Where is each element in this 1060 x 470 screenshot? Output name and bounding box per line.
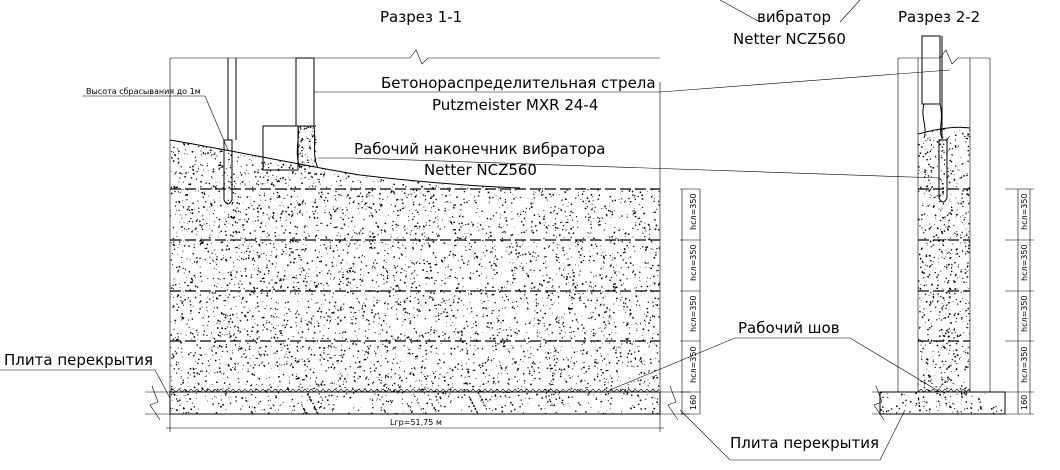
leader-vibrator-top-a bbox=[719, 0, 761, 23]
section-2-title: Разрез 2-2 bbox=[898, 8, 980, 26]
pour-fill bbox=[297, 125, 317, 168]
boom-hose-end bbox=[262, 125, 299, 171]
slab-left-label: Плита перекрытия bbox=[4, 351, 153, 369]
boom-pipe bbox=[295, 57, 315, 127]
leader-slab-bottom bbox=[679, 409, 906, 461]
pour-stream-right bbox=[922, 103, 926, 139]
layer-dim-right-1: hсл=350 bbox=[1020, 193, 1029, 230]
slab-fill-left bbox=[170, 392, 659, 414]
layer-dim-left-1: hсл=350 bbox=[689, 193, 698, 230]
leader-boom bbox=[314, 69, 951, 93]
tip-label-line2: Netter NCZ560 bbox=[424, 161, 537, 179]
layer-dim-left-4: hсл=350 bbox=[689, 346, 698, 383]
section-2-2 bbox=[872, 35, 1034, 421]
leader-slab-left bbox=[0, 369, 171, 399]
length-dimension-text: Lгр=51,75 м bbox=[390, 418, 442, 427]
section-break-line bbox=[170, 49, 660, 65]
boom-label-line1: Бетонораспределительная стрела bbox=[381, 74, 656, 92]
concrete-pour-stream bbox=[296, 125, 301, 169]
vibrator-top-model: Netter NCZ560 bbox=[733, 30, 846, 48]
leader-drop-height bbox=[82, 95, 229, 151]
section-2-break-line bbox=[898, 49, 990, 65]
layer-dim-right-3: hсл=350 bbox=[1020, 295, 1029, 332]
tip-label-line1: Рабочий наконечник вибратора bbox=[354, 140, 606, 158]
leader-vibrator-top-b bbox=[839, 0, 861, 23]
floor-slab-left bbox=[169, 391, 661, 415]
leader-joint bbox=[609, 337, 941, 393]
section-1-title: Разрез 1-1 bbox=[380, 8, 462, 26]
concrete-pour-stream-2 bbox=[313, 125, 319, 169]
vibrator-top-word: вибратор bbox=[757, 8, 831, 26]
vibrator-tip-left bbox=[223, 139, 233, 205]
slab-bottom-label: Плита перекрытия bbox=[730, 434, 879, 452]
boom-pipe-right bbox=[921, 35, 941, 105]
slab-break-right bbox=[660, 385, 690, 421]
layer-dim-left-2: hсл=350 bbox=[689, 244, 698, 281]
slab-dim-left: 160 bbox=[689, 395, 698, 410]
drop-height-label: Высота сбрасывания до 1м bbox=[86, 87, 201, 96]
slab-break-left bbox=[145, 385, 170, 421]
concrete-top-surface bbox=[169, 139, 521, 189]
slab-dim-right: 160 bbox=[1020, 395, 1029, 410]
leader-vibrator-tip bbox=[318, 157, 941, 179]
concrete-fill-left bbox=[170, 140, 660, 392]
layer-dim-right-2: hсл=350 bbox=[1020, 244, 1029, 281]
floor-slab-right bbox=[879, 391, 1006, 415]
layer-dim-right-4: hсл=350 bbox=[1020, 346, 1029, 383]
concrete-fill-right bbox=[918, 127, 970, 392]
vibrator-tip-right bbox=[938, 139, 948, 203]
boom-label-line2: Putzmeister MXR 24-4 bbox=[432, 96, 598, 114]
layer-dim-left-3: hсл=350 bbox=[689, 295, 698, 332]
section-1-1 bbox=[0, 0, 951, 461]
joint-label: Рабочий шов bbox=[738, 319, 840, 337]
concrete-top-surface-right bbox=[917, 126, 971, 135]
